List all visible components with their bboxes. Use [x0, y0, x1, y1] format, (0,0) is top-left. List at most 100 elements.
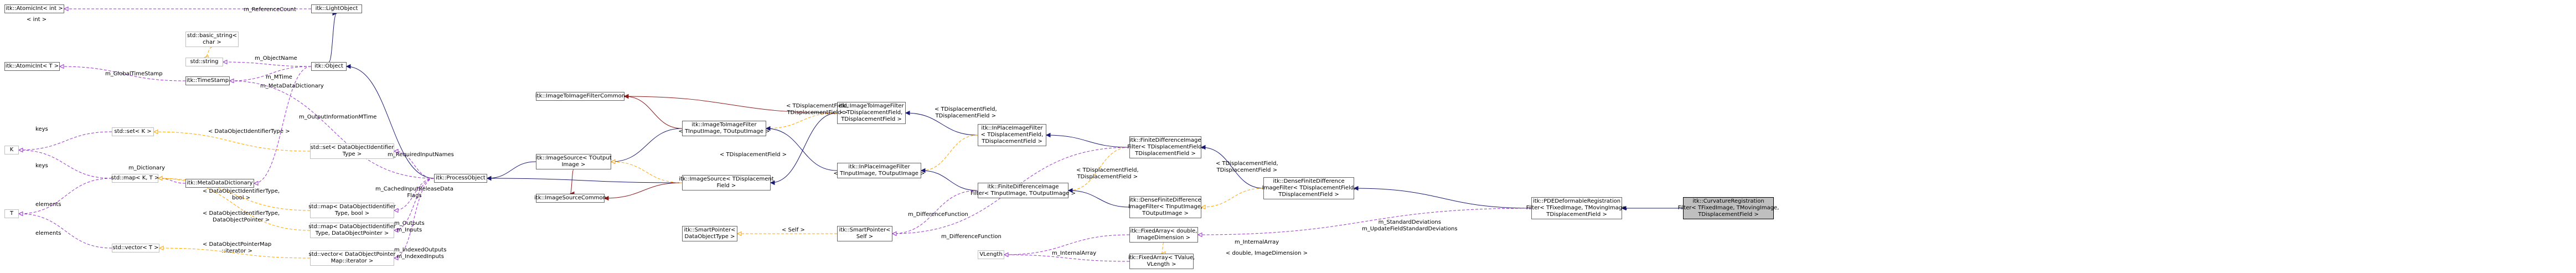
edge-arrowhead	[393, 208, 399, 213]
node-light-object[interactable]: itk::LightObject	[311, 4, 362, 13]
edge-vector_T-to-T	[18, 213, 112, 249]
node-vector-t[interactable]: std::vector< T >	[112, 244, 159, 253]
edge-label-doid-ptr: < DataObjectIdentifierType, DataObjectPo…	[203, 210, 280, 223]
node-k[interactable]: K	[4, 146, 19, 154]
node-map-kt[interactable]: std::map< K, T >	[111, 174, 159, 183]
edge-image_source_tdf-to-image_source_common	[604, 182, 683, 199]
node-vlength[interactable]: VLength	[978, 250, 1004, 259]
edge-process_object-to-time_stamp	[229, 80, 435, 179]
node-set-k[interactable]: std::set< K >	[112, 127, 154, 136]
edge-label-dopm-iter: < DataObjectPointerMap ::iterator >	[203, 241, 272, 254]
edge-label-internal-array-2: m_InternalArray	[1052, 250, 1097, 256]
edge-label-outputs-inputs: m_Outputs m_Inputs	[394, 220, 425, 233]
node-dense-fdi-tin[interactable]: itk::DenseFiniteDifference ImageFilter< …	[1128, 196, 1202, 218]
node-inplace-tdf[interactable]: itk::InPlaceImageFilter < TDisplacementF…	[978, 124, 1046, 146]
node-set-doid[interactable]: std::set< DataObjectIdentifier Type >	[310, 143, 394, 159]
node-smart-pointer-self[interactable]: itk::SmartPointer< Self >	[837, 226, 892, 241]
edge-label-doid-bool: < DataObjectIdentifierType, bool >	[203, 188, 280, 201]
edge-arrowhead	[920, 168, 926, 173]
edge-label-doid-type: < DataObjectIdentifierType >	[208, 128, 290, 135]
node-map-doid-bool[interactable]: std::map< DataObjectIdentifier Type, boo…	[308, 203, 396, 218]
edge-map_doid_ptr-to-map_KT	[158, 178, 311, 231]
node-inplace-tin[interactable]: itk::InPlaceImageFilter < TInputImage, T…	[834, 163, 925, 178]
edge-set_K-to-K	[18, 131, 112, 151]
edge-label-mtime: m_MTime	[266, 74, 292, 80]
edge-object-to-light_object	[328, 13, 337, 63]
edge-arrowhead	[1045, 132, 1051, 138]
node-map-doid-ptr[interactable]: std::map< DataObjectIdentifier Type, Dat…	[308, 223, 396, 238]
edge-arrowhead	[393, 228, 399, 233]
edge-arrowhead	[891, 231, 897, 236]
node-meta-data-dictionary[interactable]: itk::MetaDataDictionary	[185, 179, 254, 188]
edge-pde_deformable-to-dense_fdi_tdf	[1354, 188, 1532, 209]
node-process-object[interactable]: itk::ProcessObject	[434, 174, 487, 183]
edge-dense_fdi_tin-to-fdi_filter_tin	[1068, 190, 1130, 208]
edge-map_KT-to-T	[18, 178, 112, 214]
edge-arrowhead	[222, 59, 228, 65]
node-t[interactable]: T	[4, 209, 19, 218]
edge-object-to-meta_data_dict	[254, 66, 312, 184]
edge-label-tdf-2: < TDisplacementField, TDisplacementField…	[786, 103, 849, 116]
edge-label-self: < Self >	[782, 227, 805, 233]
edge-arrowhead	[18, 147, 23, 153]
node-dense-fdi-tdf[interactable]: itk::DenseFiniteDifference ImageFilter< …	[1262, 177, 1355, 199]
node-image-source-common[interactable]: itk::ImageSourceCommon	[534, 194, 606, 203]
edge-arrowhead	[158, 245, 164, 251]
node-image-to-image-filter-tin[interactable]: itk::ImageToImageFilter < TInputImage, T…	[679, 121, 770, 136]
edge-vector_dopm-to-vector_T	[159, 248, 311, 259]
edge-arrowhead	[157, 176, 163, 181]
edge-image_source_tdf-to-process_object	[487, 178, 683, 183]
edge-arrowhead	[153, 129, 158, 135]
edge-fixed_array_double-to-fixed_array_tvalue	[1161, 242, 1164, 254]
node-fdi-filter-tin[interactable]: itk::FiniteDifferenceImage Filter< TInpu…	[970, 183, 1076, 198]
edge-label-keys-map: keys	[35, 163, 48, 169]
edge-process_object-to-object	[346, 66, 435, 179]
edge-label-std-dev: m_StandardDeviations m_UpdateFieldStanda…	[1362, 219, 1458, 232]
node-curvature-registration[interactable]: itk::CurvatureRegistration Filter< TFixe…	[1678, 197, 1779, 219]
edge-image_to_image_filter_tin-to-image_source_toutput	[611, 128, 683, 162]
edge-image_to_image_filter_tdf-to-image_to_image_filter_tin	[766, 112, 838, 129]
node-std-string[interactable]: std::string	[185, 58, 223, 66]
node-atomic-int[interactable]: itk::AtomicInt< int >	[4, 4, 64, 13]
node-image-to-image-filter-tdf[interactable]: itk::ImageToImageFilter < TDisplacementF…	[837, 102, 906, 124]
edge-map_KT-to-K	[18, 150, 112, 179]
edge-arrowhead	[623, 94, 629, 99]
edge-arrowhead	[770, 180, 775, 186]
edge-label-object-name: m_ObjectName	[255, 55, 297, 61]
edge-label-int: < int >	[27, 17, 47, 23]
node-object[interactable]: itk::Object	[311, 62, 347, 71]
edge-label-output-information-mtime: m_OutputInformationMTime	[299, 114, 377, 120]
edge-image_to_image_filter_tdf-to-image_source_tdf	[770, 112, 838, 183]
edge-fdi_filter_tdf-to-inplace_tdf	[1046, 135, 1130, 148]
edge-dense_fdi_tdf-to-dense_fdi_tin	[1201, 188, 1264, 208]
edge-label-double-dim: < double, ImageDimension >	[1226, 250, 1308, 256]
edge-inplace_tin-to-image_to_image_filter_tin	[766, 128, 838, 171]
edge-arrowhead	[610, 159, 616, 164]
edge-label-tdf-3: < TDisplacementField, TDisplacementField…	[935, 106, 997, 119]
edge-label-global-time-stamp: m_GlobalTimeStamp	[105, 71, 163, 77]
edge-arrowhead	[1200, 145, 1206, 150]
node-atomic-t[interactable]: itk::AtomicInt< T >	[4, 62, 60, 71]
node-fdi-filter-tdf[interactable]: itk::FiniteDifferenceImage Filter< TDisp…	[1127, 136, 1204, 158]
node-fixed-array-double[interactable]: itk::FixedArray< double, ImageDimension …	[1129, 227, 1198, 243]
node-fixed-array-tvalue[interactable]: itk::FixedArray< TValue, VLength >	[1128, 254, 1195, 269]
edge-label-tdf-5: < TDisplacementField, TDisplacementField…	[1216, 161, 1278, 173]
edge-label-required-input-names: m_RequiredInputNames	[388, 152, 454, 158]
node-image-to-image-filter-common[interactable]: itk::ImageToImageFilterCommon	[535, 92, 625, 101]
edge-image_source_tdf-to-image_source_toutput	[611, 161, 683, 183]
node-smart-pointer-dot[interactable]: itk::SmartPointer< DataObjectType >	[682, 226, 737, 241]
edge-image_to_image_filter_tdf-to-image_to_image_filter_common	[624, 96, 838, 114]
node-vector-dopm[interactable]: std::vector< DataObjectPointer Map::iter…	[308, 250, 396, 266]
edge-basic_string-to-std_string	[204, 47, 213, 58]
edge-arrowhead	[1003, 252, 1009, 257]
node-image-source-toutput[interactable]: itk::ImageSource< TOutput Image >	[535, 154, 612, 169]
edge-fdi_filter_tin-to-inplace_tin	[921, 170, 978, 191]
node-time-stamp[interactable]: itk::TimeStamp	[185, 76, 230, 85]
node-pde-deformable[interactable]: itk::PDEDeformableRegistration Filter< T…	[1526, 197, 1627, 219]
edge-arrowhead	[345, 64, 351, 69]
node-basic-string[interactable]: std::basic_string< char >	[185, 32, 239, 47]
edge-dense_fdi_tdf-to-fdi_filter_tdf	[1201, 147, 1264, 189]
node-image-source-tdf[interactable]: itk::ImageSource< TDisplacement Field >	[679, 175, 774, 190]
edge-process_object-to-map_doid_bool	[394, 178, 435, 211]
